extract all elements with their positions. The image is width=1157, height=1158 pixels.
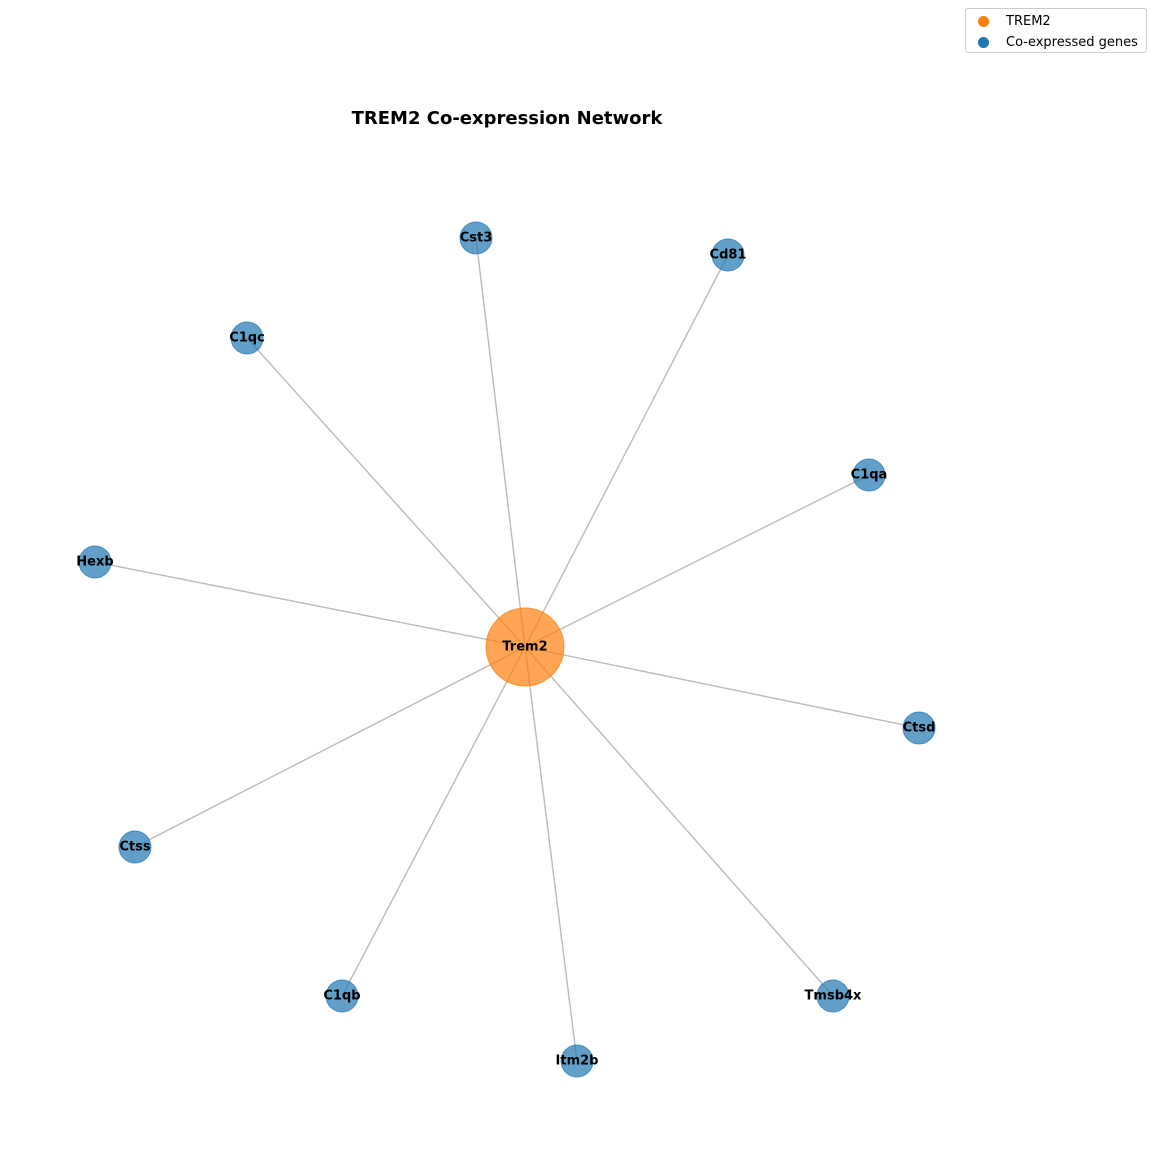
node-label-c1qa: C1qa bbox=[851, 468, 888, 483]
edge-trem2-cst3 bbox=[475, 237, 526, 648]
node-label-c1qb: C1qb bbox=[323, 989, 360, 1004]
node-ctsd bbox=[902, 711, 936, 745]
node-label-ctsd: Ctsd bbox=[903, 721, 936, 736]
edge-trem2-c1qc bbox=[246, 337, 526, 648]
labels-group: Trem2 Cst3 Cd81 C1qc C1qa Hexb Ctsd Ctss… bbox=[76, 231, 935, 1069]
node-cd81 bbox=[711, 238, 745, 272]
edge-trem2-hexb bbox=[94, 561, 526, 648]
chart-title: TREM2 Co-expression Network bbox=[351, 108, 663, 129]
legend-marker-trem2 bbox=[978, 15, 989, 27]
edge-trem2-cd81 bbox=[524, 254, 729, 648]
legend: TREM2 Co-expressed genes bbox=[965, 8, 1147, 53]
node-c1qa bbox=[852, 458, 886, 492]
edge-trem2-tmsb4x bbox=[524, 646, 834, 997]
node-cst3 bbox=[459, 221, 493, 255]
edge-trem2-ctss bbox=[134, 646, 526, 848]
node-label-hexb: Hexb bbox=[76, 555, 113, 570]
node-label-cst3: Cst3 bbox=[460, 231, 493, 246]
edge-trem2-c1qa bbox=[524, 474, 870, 648]
node-label-tmsb4x: Tmsb4x bbox=[805, 989, 863, 1004]
node-trem2 bbox=[485, 607, 565, 687]
node-itm2b bbox=[560, 1044, 594, 1078]
edge-trem2-ctsd bbox=[524, 646, 920, 729]
node-label-c1qc: C1qc bbox=[229, 331, 265, 346]
node-c1qb bbox=[325, 979, 359, 1013]
node-label-cd81: Cd81 bbox=[710, 248, 747, 263]
node-hexb bbox=[78, 545, 112, 579]
edges-group bbox=[94, 237, 920, 1062]
legend-item-co-expressed: Co-expressed genes bbox=[978, 32, 1138, 52]
nodes-group bbox=[78, 221, 936, 1078]
node-label-ctss: Ctss bbox=[119, 840, 150, 855]
edge-trem2-c1qb bbox=[341, 646, 526, 997]
node-label-itm2b: Itm2b bbox=[556, 1054, 599, 1069]
legend-item-trem2: TREM2 bbox=[978, 11, 1051, 31]
legend-label-co-expressed: Co-expressed genes bbox=[1006, 34, 1138, 50]
node-label-trem2: Trem2 bbox=[502, 640, 547, 655]
node-ctss bbox=[118, 830, 152, 864]
edge-trem2-itm2b bbox=[524, 646, 578, 1062]
legend-label-trem2: TREM2 bbox=[1006, 13, 1051, 29]
node-tmsb4x bbox=[816, 979, 850, 1013]
node-c1qc bbox=[230, 321, 264, 355]
legend-marker-co-expressed bbox=[978, 36, 989, 48]
